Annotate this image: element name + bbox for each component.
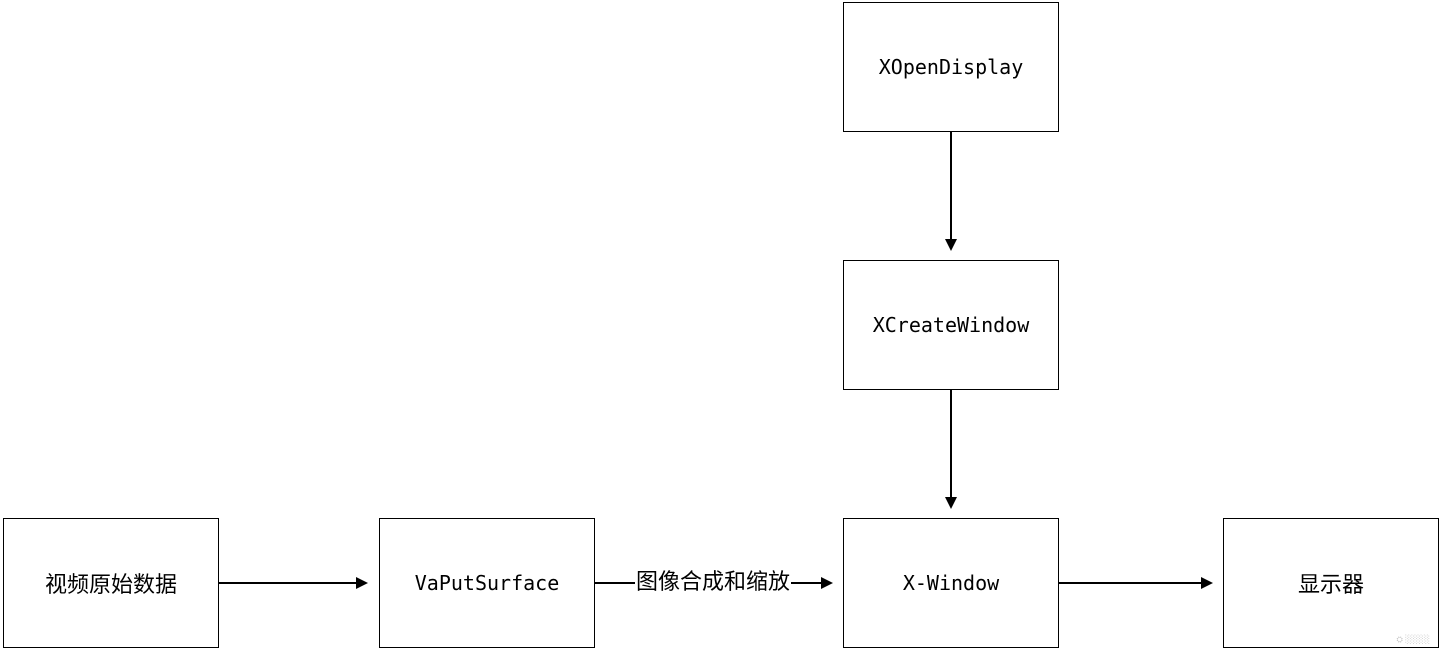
node-xopendisplay: XOpenDisplay xyxy=(843,2,1059,132)
node-display-monitor: 显示器 xyxy=(1223,518,1439,648)
node-raw-video-data: 视频原始数据 xyxy=(3,518,219,648)
node-xcreatewindow: XCreateWindow xyxy=(843,260,1059,390)
node-vaputsurface-label: VaPutSurface xyxy=(414,571,560,595)
watermark-logo: ⛭ ░░░░ xyxy=(1396,635,1430,644)
node-display-monitor-label: 显示器 xyxy=(1297,573,1364,598)
edge-label-image-compose-scale: 图像合成和缩放 xyxy=(635,570,792,596)
node-vaputsurface: VaPutSurface xyxy=(379,518,595,648)
node-xopendisplay-label: XOpenDisplay xyxy=(878,55,1024,79)
node-raw-video-data-label: 视频原始数据 xyxy=(44,573,177,598)
node-x-window-label: X-Window xyxy=(902,571,1000,595)
node-x-window: X-Window xyxy=(843,518,1059,648)
node-xcreatewindow-label: XCreateWindow xyxy=(872,313,1030,337)
